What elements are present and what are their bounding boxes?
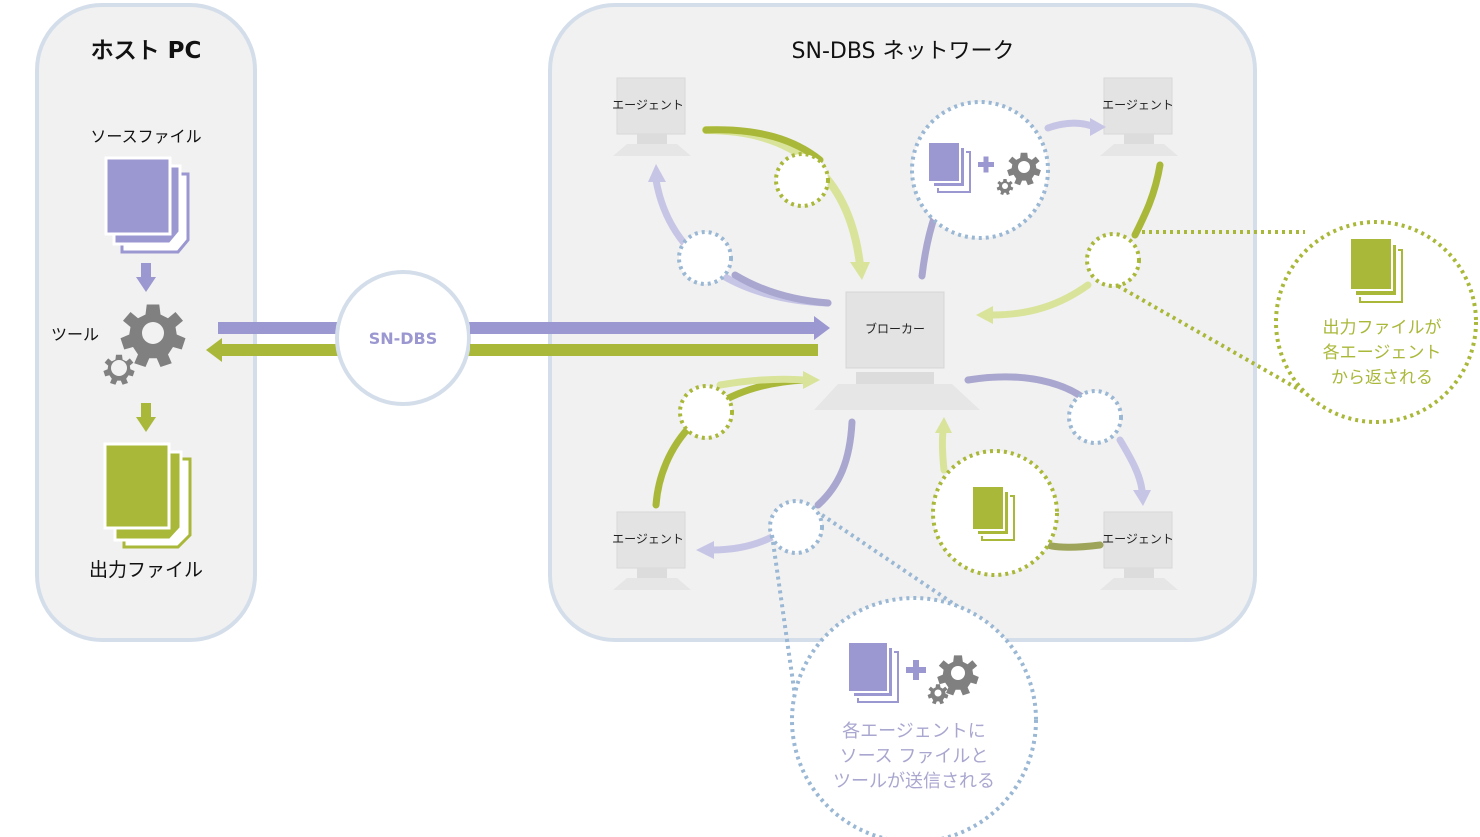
- send-callout-line2: ソース ファイルと: [840, 746, 989, 767]
- plus-icon: [978, 156, 994, 173]
- return-callout-circle: [1274, 220, 1478, 424]
- send-callout-circle: [790, 596, 1038, 837]
- broker-label: ブローカー: [865, 321, 925, 336]
- source-file-stack-icon: [104, 156, 190, 254]
- output-file-stack-icon: [1349, 237, 1403, 303]
- agent-label-top-right: エージェント: [1102, 98, 1174, 112]
- return-callout-line1: 出力ファイルが: [1323, 318, 1442, 338]
- return-callout-line3: から返される: [1331, 368, 1433, 388]
- down-arrow-icon: [136, 403, 156, 432]
- source-file-label: ソースファイル: [90, 127, 201, 146]
- package-circle: [910, 100, 1050, 240]
- gear-icon: [996, 152, 1041, 195]
- dotted-circles: [677, 152, 1141, 555]
- down-arrow-icon: [136, 263, 156, 292]
- output-file-stack-icon: [971, 485, 1015, 541]
- host-title: ホスト PC: [91, 38, 202, 64]
- agent-label-top-left: エージェント: [612, 98, 684, 112]
- sn-dbs-link-label: SN-DBS: [369, 329, 438, 348]
- send-callout-line1: 各エージェントに: [842, 721, 986, 742]
- source-file-stack-icon: [847, 641, 899, 703]
- sn-dbs-link-circle: [335, 270, 471, 406]
- gear-icon: [120, 304, 186, 367]
- gear-icon: [927, 655, 979, 705]
- output-file-stack-icon: [103, 442, 192, 549]
- agent-label-bottom-right: エージェント: [1102, 532, 1174, 546]
- source-file-stack-icon: [927, 141, 971, 193]
- tool-label: ツール: [51, 325, 99, 344]
- small-gear-icon: [103, 354, 135, 385]
- return-callout-connector: [1117, 230, 1336, 412]
- send-callout-line3: ツールが送信される: [833, 771, 995, 792]
- broker-computer-icon: [814, 291, 980, 410]
- return-callout-line2: 各エージェント: [1323, 343, 1442, 363]
- network-title: SN-DBS ネットワーク: [792, 39, 1015, 64]
- plus-icon: [906, 660, 926, 680]
- output-file-label: 出力ファイル: [89, 559, 203, 581]
- agent-label-bottom-left: エージェント: [612, 532, 684, 546]
